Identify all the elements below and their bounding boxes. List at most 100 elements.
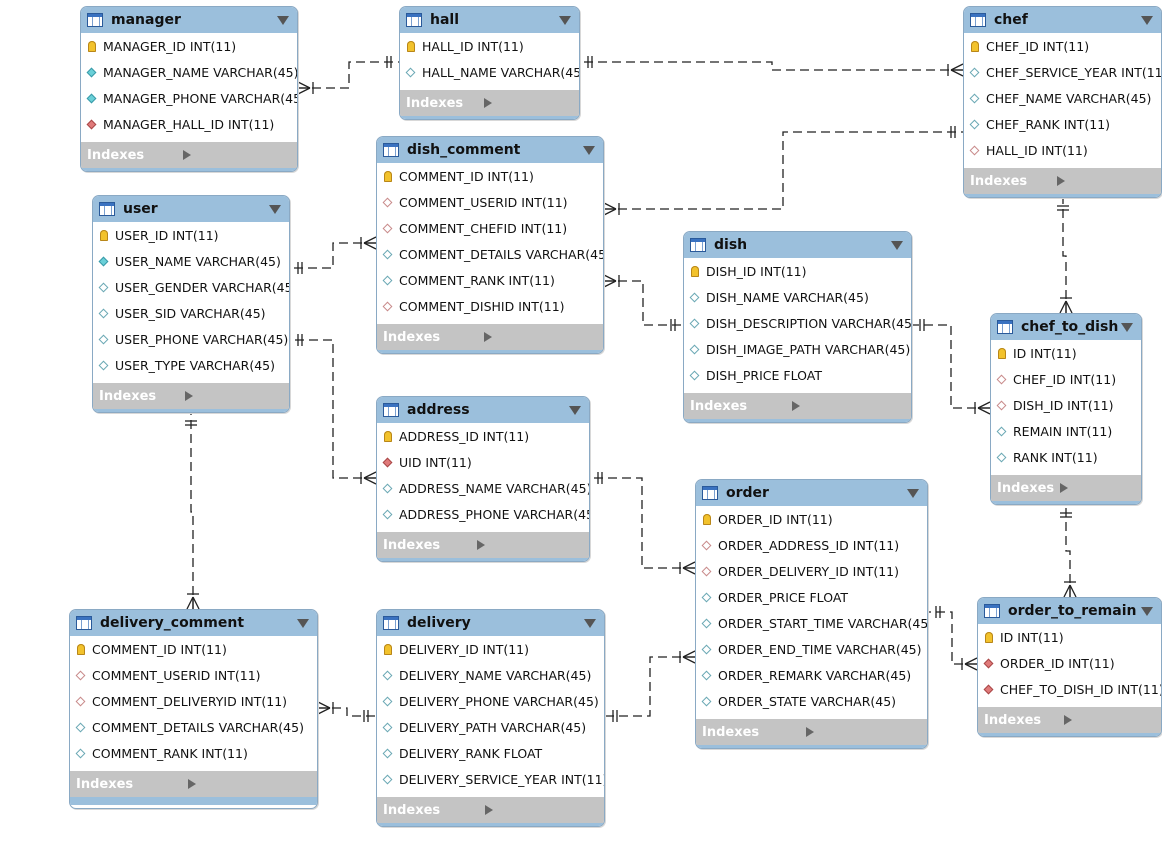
column-row[interactable]: ORDER_DELIVERY_ID INT(11) — [696, 558, 927, 584]
column-row[interactable]: CHEF_SERVICE_YEAR INT(11) — [964, 59, 1161, 85]
column-row[interactable]: DISH_DESCRIPTION VARCHAR(45) — [684, 310, 911, 336]
column-row[interactable]: COMMENT_USERID INT(11) — [377, 189, 603, 215]
table-header[interactable]: hall — [400, 7, 579, 33]
indexes-section[interactable]: Indexes — [93, 383, 289, 409]
table-header[interactable]: user — [93, 196, 289, 222]
collapse-caret-icon[interactable] — [297, 618, 309, 628]
column-row[interactable]: ORDER_REMARK VARCHAR(45) — [696, 662, 927, 688]
table-header[interactable]: delivery_comment — [70, 610, 317, 636]
column-row[interactable]: HALL_ID INT(11) — [964, 137, 1161, 163]
column-row[interactable]: COMMENT_USERID INT(11) — [70, 662, 317, 688]
column-row[interactable]: HALL_NAME VARCHAR(45) — [400, 59, 579, 85]
indexes-section[interactable]: Indexes — [377, 797, 604, 823]
indexes-section[interactable]: Indexes — [400, 90, 579, 116]
column-row[interactable]: DELIVERY_SERVICE_YEAR INT(11) — [377, 766, 604, 792]
column-row[interactable]: COMMENT_DETAILS VARCHAR(45) — [70, 714, 317, 740]
column-row[interactable]: USER_ID INT(11) — [93, 222, 289, 248]
collapse-caret-icon[interactable] — [584, 618, 596, 628]
collapse-caret-icon[interactable] — [1121, 322, 1133, 332]
expand-arrow-icon[interactable] — [185, 391, 279, 401]
column-row[interactable]: DISH_PRICE FLOAT — [684, 362, 911, 388]
column-row[interactable]: DISH_ID INT(11) — [684, 258, 911, 284]
table-header[interactable]: dish_comment — [377, 137, 603, 163]
collapse-caret-icon[interactable] — [269, 204, 281, 214]
expand-arrow-icon[interactable] — [183, 150, 287, 160]
table-header[interactable]: dish — [684, 232, 911, 258]
table-header[interactable]: chef_to_dish — [991, 314, 1141, 340]
column-row[interactable]: DISH_ID INT(11) — [991, 392, 1141, 418]
column-row[interactable]: MANAGER_ID INT(11) — [81, 33, 297, 59]
column-row[interactable]: MANAGER_NAME VARCHAR(45) — [81, 59, 297, 85]
column-row[interactable]: DELIVERY_PHONE VARCHAR(45) — [377, 688, 604, 714]
indexes-section[interactable]: Indexes — [696, 719, 927, 745]
column-row[interactable]: ORDER_START_TIME VARCHAR(45) — [696, 610, 927, 636]
indexes-section[interactable]: Indexes — [684, 393, 911, 419]
collapse-caret-icon[interactable] — [1141, 606, 1153, 616]
collapse-caret-icon[interactable] — [559, 15, 571, 25]
indexes-section[interactable]: Indexes — [377, 532, 589, 558]
column-row[interactable]: ORDER_ADDRESS_ID INT(11) — [696, 532, 927, 558]
expand-arrow-icon[interactable] — [791, 401, 902, 411]
expand-arrow-icon[interactable] — [805, 727, 918, 737]
column-row[interactable]: ORDER_ID INT(11) — [978, 650, 1161, 676]
column-row[interactable]: ORDER_STATE VARCHAR(45) — [696, 688, 927, 714]
column-row[interactable]: ADDRESS_PHONE VARCHAR(45) — [377, 501, 589, 527]
column-row[interactable]: USER_PHONE VARCHAR(45) — [93, 326, 289, 352]
column-row[interactable]: CHEF_ID INT(11) — [991, 366, 1141, 392]
column-row[interactable]: COMMENT_RANK INT(11) — [70, 740, 317, 766]
column-row[interactable]: COMMENT_CHEFID INT(11) — [377, 215, 603, 241]
column-row[interactable]: USER_GENDER VARCHAR(45) — [93, 274, 289, 300]
column-row[interactable]: ADDRESS_ID INT(11) — [377, 423, 589, 449]
collapse-caret-icon[interactable] — [891, 240, 903, 250]
column-row[interactable]: DISH_NAME VARCHAR(45) — [684, 284, 911, 310]
expand-arrow-icon[interactable] — [1063, 715, 1152, 725]
column-row[interactable]: COMMENT_DELIVERYID INT(11) — [70, 688, 317, 714]
collapse-caret-icon[interactable] — [569, 405, 581, 415]
column-row[interactable]: DELIVERY_RANK FLOAT — [377, 740, 604, 766]
table-header[interactable]: address — [377, 397, 589, 423]
column-row[interactable]: UID INT(11) — [377, 449, 589, 475]
column-row[interactable]: DISH_IMAGE_PATH VARCHAR(45) — [684, 336, 911, 362]
column-row[interactable]: RANK INT(11) — [991, 444, 1141, 470]
column-row[interactable]: COMMENT_RANK INT(11) — [377, 267, 603, 293]
expand-arrow-icon[interactable] — [187, 779, 308, 789]
indexes-section[interactable]: Indexes — [964, 168, 1161, 194]
column-row[interactable]: MANAGER_PHONE VARCHAR(45) — [81, 85, 297, 111]
column-row[interactable]: USER_TYPE VARCHAR(45) — [93, 352, 289, 378]
column-row[interactable]: ID INT(11) — [978, 624, 1161, 650]
collapse-caret-icon[interactable] — [583, 145, 595, 155]
table-header[interactable]: order — [696, 480, 927, 506]
column-row[interactable]: HALL_ID INT(11) — [400, 33, 579, 59]
column-row[interactable]: ORDER_PRICE FLOAT — [696, 584, 927, 610]
column-row[interactable]: MANAGER_HALL_ID INT(11) — [81, 111, 297, 137]
expand-arrow-icon[interactable] — [483, 98, 570, 108]
table-header[interactable]: order_to_remain — [978, 598, 1161, 624]
column-row[interactable]: CHEF_NAME VARCHAR(45) — [964, 85, 1161, 111]
column-row[interactable]: USER_NAME VARCHAR(45) — [93, 248, 289, 274]
indexes-section[interactable]: Indexes — [81, 142, 297, 168]
column-row[interactable]: DELIVERY_PATH VARCHAR(45) — [377, 714, 604, 740]
column-row[interactable]: ADDRESS_NAME VARCHAR(45) — [377, 475, 589, 501]
expand-arrow-icon[interactable] — [1060, 483, 1131, 493]
expand-arrow-icon[interactable] — [1056, 176, 1152, 186]
column-row[interactable]: DELIVERY_NAME VARCHAR(45) — [377, 662, 604, 688]
indexes-section[interactable]: Indexes — [70, 771, 317, 797]
indexes-section[interactable]: Indexes — [377, 324, 603, 350]
column-row[interactable]: ORDER_ID INT(11) — [696, 506, 927, 532]
column-row[interactable]: ID INT(11) — [991, 340, 1141, 366]
column-row[interactable]: COMMENT_ID INT(11) — [377, 163, 603, 189]
table-header[interactable]: manager — [81, 7, 297, 33]
table-header[interactable]: delivery — [377, 610, 604, 636]
column-row[interactable]: CHEF_ID INT(11) — [964, 33, 1161, 59]
column-row[interactable]: USER_SID VARCHAR(45) — [93, 300, 289, 326]
